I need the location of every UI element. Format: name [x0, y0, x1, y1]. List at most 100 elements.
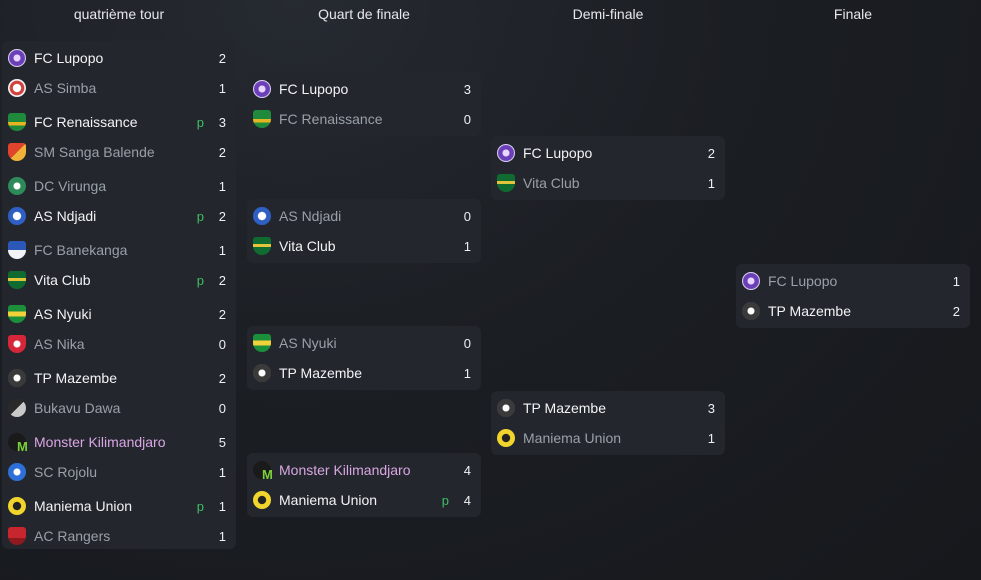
team-name: Maniema Union	[34, 498, 133, 514]
team-name: TP Mazembe	[768, 303, 851, 319]
team-score: 1	[218, 80, 226, 96]
r16-m1-home[interactable]: FC Renaissance p 3	[2, 107, 236, 137]
team-name: FC Lupopo	[34, 50, 104, 66]
r16-m6-home[interactable]: M Monster Kilimandjaro 5	[2, 427, 236, 457]
final-away[interactable]: TP Mazembe 2	[736, 296, 970, 326]
team-score: 5	[218, 434, 226, 450]
vita-club-crest-icon	[253, 237, 271, 255]
qf-m2-home[interactable]: AS Nyuki 0	[247, 328, 481, 358]
team-score: 4	[463, 462, 471, 478]
lupopo-crest-icon	[8, 49, 26, 67]
team-score: 2	[218, 144, 226, 160]
ndjadi-crest-icon	[253, 207, 271, 225]
team-name: FC Lupopo	[768, 273, 838, 289]
team-score: 3	[463, 81, 471, 97]
final-home[interactable]: FC Lupopo 1	[736, 266, 970, 296]
team-score: 2	[707, 145, 715, 161]
sf-match-0[interactable]: FC Lupopo 2 Vita Club 1	[491, 136, 725, 200]
team-score: 1	[707, 430, 715, 446]
team-score: 1	[952, 273, 960, 289]
r16-m3-home[interactable]: FC Banekanga 1	[2, 235, 236, 265]
team-score: 1	[218, 464, 226, 480]
team-name: FC Lupopo	[523, 145, 593, 161]
r16-m2-away[interactable]: AS Ndjadi p 2	[2, 201, 236, 231]
renaissance-crest-icon	[253, 110, 271, 128]
team-name: TP Mazembe	[523, 400, 606, 416]
team-name: FC Banekanga	[34, 242, 128, 258]
team-score: 0	[463, 335, 471, 351]
r16-m2-home[interactable]: DC Virunga 1	[2, 171, 236, 201]
team-name: AS Nika	[34, 336, 85, 352]
mazembe-crest-icon	[742, 302, 760, 320]
team-score: 2	[218, 208, 226, 224]
qf-match-2[interactable]: AS Nyuki 0 TP Mazembe 1	[247, 326, 481, 390]
team-score: 4	[463, 492, 471, 508]
vita-club-crest-icon	[8, 271, 26, 289]
team-score: 0	[463, 111, 471, 127]
team-name: SM Sanga Balende	[34, 144, 155, 160]
qf-m2-away[interactable]: TP Mazembe 1	[247, 358, 481, 388]
r16-m7-away[interactable]: AC Rangers 1	[2, 521, 236, 551]
r16-m4-home[interactable]: AS Nyuki 2	[2, 299, 236, 329]
team-score: 2	[218, 272, 226, 288]
team-name: AS Nyuki	[34, 306, 92, 322]
lupopo-crest-icon	[497, 144, 515, 162]
team-score: 1	[218, 242, 226, 258]
team-score: 0	[218, 336, 226, 352]
qf-match-3[interactable]: M Monster Kilimandjaro 4 Maniema Union p…	[247, 453, 481, 517]
r16-m6-away[interactable]: SC Rojolu 1	[2, 457, 236, 487]
maniema-crest-icon	[8, 497, 26, 515]
qf-m0-home[interactable]: FC Lupopo 3	[247, 74, 481, 104]
qf-match-0[interactable]: FC Lupopo 3 FC Renaissance 0	[247, 72, 481, 136]
qf-match-1[interactable]: AS Ndjadi 0 Vita Club 1	[247, 199, 481, 263]
team-score: 2	[218, 306, 226, 322]
team-name: FC Lupopo	[279, 81, 349, 97]
team-name: FC Renaissance	[279, 111, 383, 127]
penalty-marker: p	[441, 492, 449, 508]
team-score: 2	[952, 303, 960, 319]
team-score: 0	[218, 400, 226, 416]
r16-m0-home[interactable]: FC Lupopo 2	[2, 43, 236, 73]
maniema-crest-icon	[497, 429, 515, 447]
r16-m7-home[interactable]: Maniema Union p 1	[2, 491, 236, 521]
qf-m0-away[interactable]: FC Renaissance 0	[247, 104, 481, 134]
nyuki-crest-icon	[8, 305, 26, 323]
round-header-sf: Demi-finale	[572, 6, 644, 22]
r16-m0-away[interactable]: AS Simba 1	[2, 73, 236, 103]
sf-m1-home[interactable]: TP Mazembe 3	[491, 393, 725, 423]
team-name: DC Virunga	[34, 178, 107, 194]
team-score: 1	[218, 528, 226, 544]
team-score: 1	[463, 238, 471, 254]
nyuki-crest-icon	[253, 334, 271, 352]
team-name: Vita Club	[279, 238, 336, 254]
team-score: 2	[218, 50, 226, 66]
team-name: AS Simba	[34, 80, 97, 96]
banekanga-crest-icon	[8, 241, 26, 259]
r16-m3-away[interactable]: Vita Club p 2	[2, 265, 236, 295]
r16-card: FC Lupopo 2 AS Simba 1 FC Renaissance p …	[2, 41, 236, 549]
r16-m5-home[interactable]: TP Mazembe 2	[2, 363, 236, 393]
sf-m1-away[interactable]: Maniema Union 1	[491, 423, 725, 453]
mazembe-crest-icon	[8, 369, 26, 387]
penalty-marker: p	[196, 272, 204, 288]
final-match[interactable]: FC Lupopo 1 TP Mazembe 2	[736, 264, 970, 328]
penalty-marker: p	[196, 498, 204, 514]
sf-m0-home[interactable]: FC Lupopo 2	[491, 138, 725, 168]
r16-m1-away[interactable]: SM Sanga Balende 2	[2, 137, 236, 167]
round-header-final: Finale	[833, 6, 873, 22]
qf-m1-home[interactable]: AS Ndjadi 0	[247, 201, 481, 231]
qf-m3-home[interactable]: M Monster Kilimandjaro 4	[247, 455, 481, 485]
r16-m5-away[interactable]: Bukavu Dawa 0	[2, 393, 236, 423]
team-name: Monster Kilimandjaro	[279, 462, 411, 478]
sf-match-1[interactable]: TP Mazembe 3 Maniema Union 1	[491, 391, 725, 455]
team-name: TP Mazembe	[34, 370, 117, 386]
round-header-qf: Quart de finale	[318, 6, 410, 22]
sf-m0-away[interactable]: Vita Club 1	[491, 168, 725, 198]
team-name: SC Rojolu	[34, 464, 98, 480]
qf-m1-away[interactable]: Vita Club 1	[247, 231, 481, 261]
team-name: TP Mazembe	[279, 365, 362, 381]
r16-m4-away[interactable]: AS Nika 0	[2, 329, 236, 359]
qf-m3-away[interactable]: Maniema Union p 4	[247, 485, 481, 515]
team-name: Maniema Union	[523, 430, 622, 446]
nika-crest-icon	[8, 335, 26, 353]
